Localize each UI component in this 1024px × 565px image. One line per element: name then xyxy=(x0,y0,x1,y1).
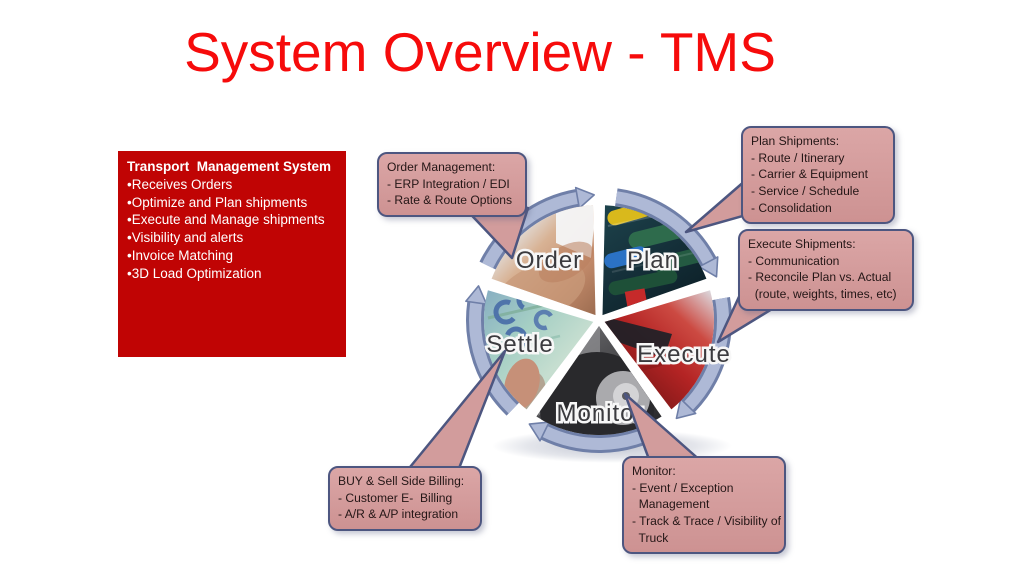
callout-monitor: Monitor: - Event / Exception Management … xyxy=(622,456,786,555)
wedge-label-settle: Settle xyxy=(486,331,553,358)
callout-execute-shipments-text: Execute Shipments: - Communication - Rec… xyxy=(748,237,897,302)
tms-bullet-item: •Invoice Matching xyxy=(127,248,234,264)
callout-execute-shipments: Execute Shipments: - Communication - Rec… xyxy=(738,229,914,311)
callout-buy-sell-billing: BUY & Sell Side Billing: - Customer E- B… xyxy=(328,466,482,532)
callout-buy-sell-billing-text: BUY & Sell Side Billing: - Customer E- B… xyxy=(338,474,465,522)
callout-order-management-text: Order Management: - ERP Integration / ED… xyxy=(387,160,513,208)
wedge-label-plan: Plan xyxy=(627,247,679,274)
tms-bullet-item: •Optimize and Plan shipments xyxy=(127,194,308,210)
callout-tail-buy xyxy=(404,349,507,478)
wedge-label-order: Order xyxy=(516,247,582,274)
tms-summary-box: Transport Management System •Receives Or… xyxy=(118,151,346,357)
tms-bullet-item: •Execute and Manage shipments xyxy=(127,212,325,228)
tms-bullet-item: •3D Load Optimization xyxy=(127,265,262,281)
callout-monitor-text: Monitor: - Event / Exception Management … xyxy=(632,464,781,545)
wedge-label-execute: Execute xyxy=(637,341,731,368)
tms-box-title: Transport Management System xyxy=(127,159,332,174)
callout-order-management: Order Management: - ERP Integration / ED… xyxy=(377,152,527,218)
callout-plan-shipments: Plan Shipments: - Route / Itinerary - Ca… xyxy=(741,126,895,225)
callout-plan-shipments-text: Plan Shipments: - Route / Itinerary - Ca… xyxy=(751,134,868,215)
page-title: System Overview - TMS xyxy=(184,21,776,83)
tms-bullet-item: •Visibility and alerts xyxy=(127,230,244,246)
tms-bullet-item: •Receives Orders xyxy=(127,176,233,192)
